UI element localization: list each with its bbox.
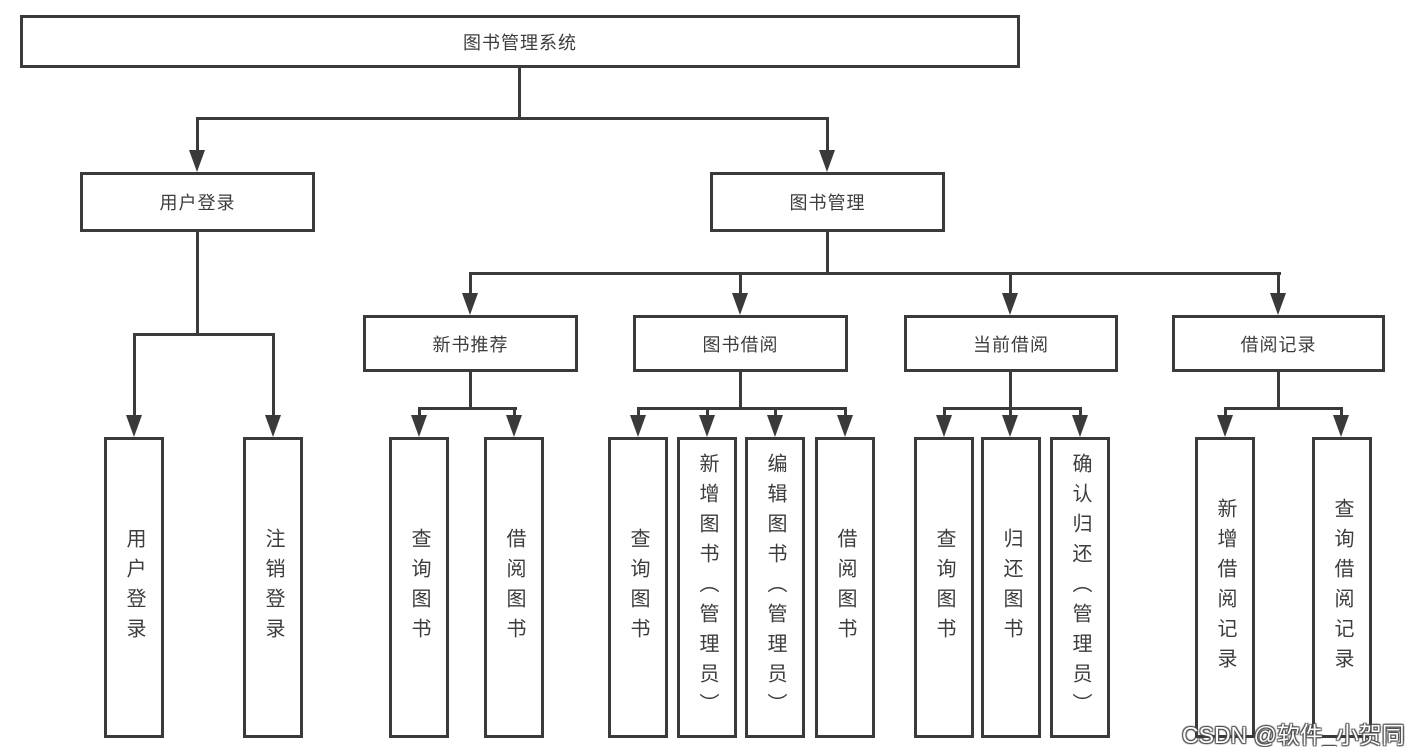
connector-line — [826, 232, 829, 274]
node-leaf-borrow-books-1: 借阅图书 — [484, 437, 544, 738]
node-book-borrowing: 图书借阅 — [633, 315, 848, 372]
connector-line — [706, 407, 709, 417]
node-leaf-borrow-books-2: 借阅图书 — [815, 437, 875, 738]
connector-line — [637, 407, 847, 410]
connector-line — [196, 117, 829, 120]
node-label: 图书借阅 — [702, 334, 779, 355]
arrow-down-icon — [699, 415, 715, 437]
node-book-management: 图书管理 — [710, 172, 945, 232]
arrow-down-icon — [506, 415, 522, 437]
node-current-borrowing: 当前借阅 — [904, 315, 1118, 372]
arrow-down-icon — [189, 150, 205, 172]
node-new-book-recommend: 新书推荐 — [363, 315, 578, 372]
connector-line — [1079, 407, 1082, 417]
node-label: 当前借阅 — [973, 334, 1049, 355]
arrow-down-icon — [411, 415, 427, 437]
connector-line — [943, 407, 946, 417]
node-label: 查询图书 — [408, 527, 430, 648]
connector-line — [196, 232, 199, 336]
connector-line — [1009, 272, 1012, 296]
connector-line — [469, 272, 1281, 275]
node-label: 借阅图书 — [503, 527, 525, 648]
arrow-down-icon — [936, 415, 952, 437]
arrow-down-icon — [265, 415, 281, 437]
connector-line — [1224, 407, 1227, 417]
arrow-down-icon — [1002, 415, 1018, 437]
node-label: 新增借阅记录 — [1214, 497, 1236, 678]
node-label: 借阅记录 — [1240, 334, 1317, 355]
node-label: 注销登录 — [262, 527, 284, 648]
connector-line — [469, 372, 472, 410]
node-leaf-return-books: 归还图书 — [981, 437, 1041, 738]
connector-line — [513, 407, 516, 417]
arrow-down-icon — [1217, 415, 1233, 437]
arrow-down-icon — [1270, 293, 1286, 315]
node-leaf-add-borrow-record: 新增借阅记录 — [1195, 437, 1255, 738]
connector-line — [844, 407, 847, 417]
connector-line — [133, 333, 136, 417]
connector-line — [272, 333, 275, 417]
connector-line — [637, 407, 640, 417]
node-label: 查询图书 — [933, 527, 955, 648]
node-leaf-edit-books-admin: 编辑图书（管理员） — [745, 437, 805, 738]
connector-line — [469, 272, 472, 296]
node-user-login: 用户登录 — [80, 172, 315, 232]
node-leaf-query-books-3: 查询图书 — [914, 437, 974, 738]
arrow-down-icon — [837, 415, 853, 437]
connector-line — [1224, 407, 1343, 410]
connector-line — [774, 407, 777, 417]
node-leaf-query-borrow-record: 查询借阅记录 — [1312, 437, 1372, 738]
node-label: 查询图书 — [627, 527, 649, 648]
connector-line — [418, 407, 421, 417]
arrow-down-icon — [1072, 415, 1088, 437]
connector-line — [1009, 372, 1012, 410]
node-label: 用户登录 — [159, 193, 236, 213]
node-label: 归还图书 — [1000, 527, 1022, 648]
node-leaf-query-books-1: 查询图书 — [389, 437, 449, 738]
arrow-down-icon — [1002, 293, 1018, 315]
connector-line — [826, 117, 829, 153]
arrow-down-icon — [630, 415, 646, 437]
connector-line — [1277, 272, 1280, 296]
node-leaf-add-books-admin: 新增图书（管理员） — [677, 437, 737, 738]
node-label: 新增图书（管理员） — [696, 452, 718, 723]
connector-line — [1009, 407, 1012, 417]
connector-line — [518, 66, 521, 119]
node-library-management-system: 图书管理系统 — [20, 15, 1020, 68]
node-leaf-user-login: 用户登录 — [104, 437, 164, 738]
connector-line — [196, 117, 199, 153]
connector-line — [1277, 372, 1280, 410]
node-label: 图书管理 — [789, 193, 866, 213]
connector-line — [739, 272, 742, 296]
node-label: 图书管理系统 — [463, 32, 577, 53]
arrow-down-icon — [462, 293, 478, 315]
arrow-down-icon — [1333, 415, 1349, 437]
connector-line — [418, 407, 517, 410]
node-leaf-confirm-return-admin: 确认归还（管理员） — [1050, 437, 1110, 738]
node-label: 确认归还（管理员） — [1069, 452, 1091, 723]
arrow-down-icon — [126, 415, 142, 437]
csdn-watermark: CSDN @软件_小贺同学 — [1182, 722, 1405, 747]
node-leaf-query-books-2: 查询图书 — [608, 437, 668, 738]
arrow-down-icon — [732, 293, 748, 315]
connector-line — [943, 407, 1082, 410]
connector-line — [133, 333, 275, 336]
arrow-down-icon — [819, 150, 835, 172]
node-label: 编辑图书（管理员） — [764, 452, 786, 723]
node-leaf-logout: 注销登录 — [243, 437, 303, 738]
connector-line — [739, 372, 742, 410]
node-label: 查询借阅记录 — [1331, 497, 1353, 678]
node-borrowing-records: 借阅记录 — [1172, 315, 1385, 372]
arrow-down-icon — [767, 415, 783, 437]
connector-line — [1340, 407, 1343, 417]
node-label: 新书推荐 — [432, 334, 509, 355]
node-label: 用户登录 — [123, 527, 145, 648]
node-label: 借阅图书 — [834, 527, 856, 648]
